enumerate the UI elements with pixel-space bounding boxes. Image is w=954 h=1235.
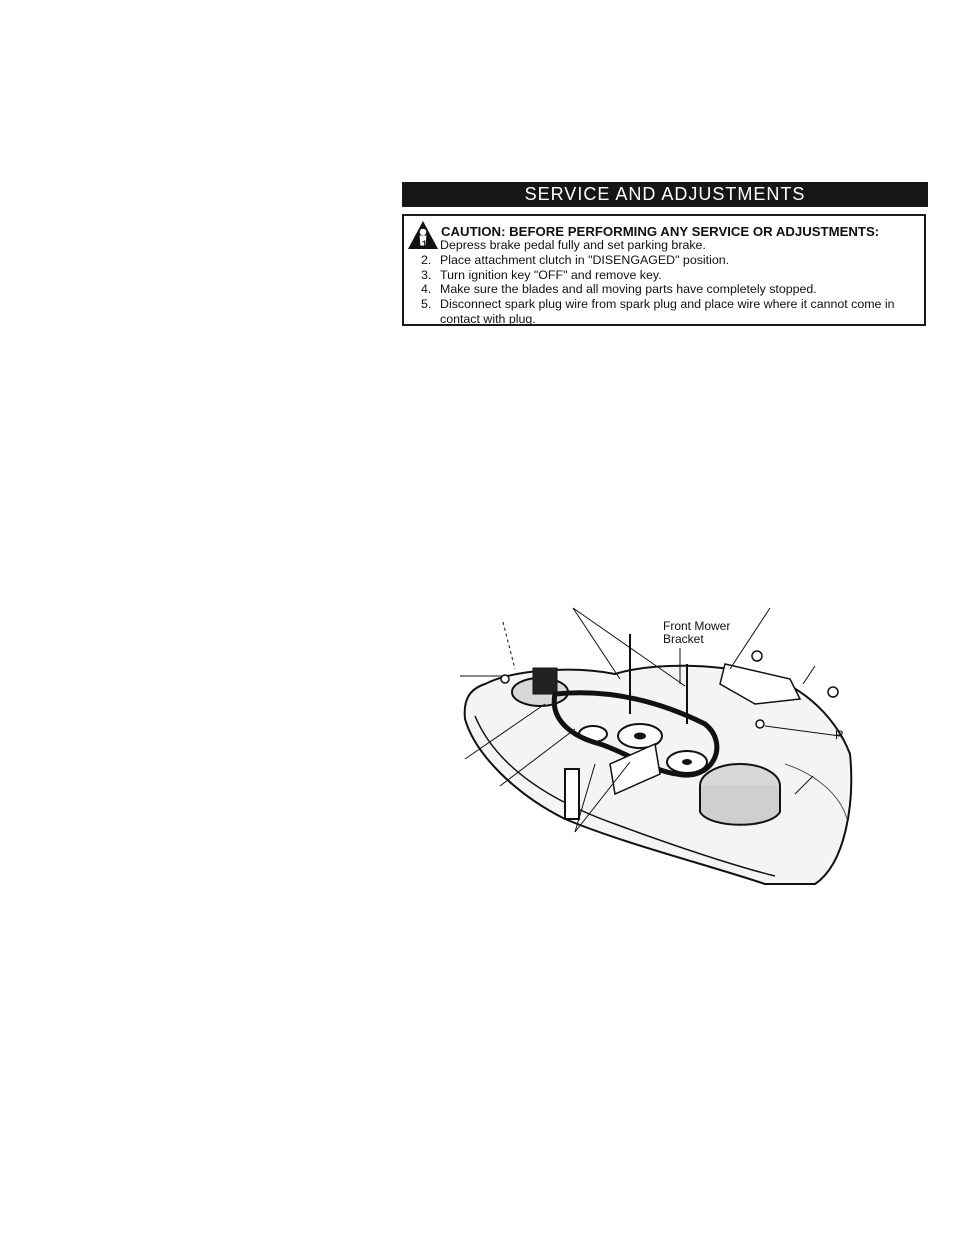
callout-front-mower-bracket: Front Mower Bracket bbox=[663, 620, 730, 646]
step-text: Depress brake pedal fully and set parkin… bbox=[440, 238, 706, 252]
deck-fold bbox=[784, 763, 848, 820]
spindle-housing-right-side bbox=[699, 786, 781, 826]
leader-line bbox=[572, 607, 621, 680]
caution-step: 1. Depress brake pedal fully and set park… bbox=[421, 238, 921, 253]
bolt bbox=[751, 650, 763, 662]
spindle-block-left bbox=[532, 667, 558, 695]
callout-line: Front Mower bbox=[663, 619, 731, 633]
caution-box: CAUTION: BEFORE PERFORMING ANY SERVICE O… bbox=[402, 214, 926, 326]
step-number: 3. bbox=[421, 267, 432, 282]
leader-line bbox=[764, 725, 841, 737]
caution-step: 4. Make sure the blades and all moving pa… bbox=[421, 282, 921, 297]
leader-line bbox=[464, 703, 546, 760]
leader-line bbox=[802, 665, 816, 685]
leader-line bbox=[499, 728, 576, 787]
bolt bbox=[500, 674, 510, 684]
section-title: SERVICE AND ADJUSTMENTS bbox=[524, 184, 806, 204]
callout-line: R bbox=[835, 728, 844, 742]
caution-steps: 1. Depress brake pedal fully and set park… bbox=[421, 238, 921, 327]
lower-bracket bbox=[564, 768, 580, 820]
bolt bbox=[827, 686, 839, 698]
step-text: Place attachment clutch in "DISENGAGED" … bbox=[440, 252, 730, 267]
leader-line bbox=[574, 763, 596, 833]
caution-step: 5. Disconnect spark plug wire from spark … bbox=[421, 297, 921, 327]
step-number: 1. bbox=[421, 238, 432, 252]
leader-line bbox=[574, 761, 631, 833]
leader-line bbox=[729, 607, 771, 670]
leader-line-dashed bbox=[502, 621, 516, 670]
pulley-right-hub bbox=[682, 759, 692, 765]
caution-step: 2. Place attachment clutch in "DISENGAGED… bbox=[421, 253, 921, 268]
warning-triangle-icon bbox=[408, 221, 438, 249]
pulley-center-hub bbox=[634, 732, 646, 740]
callout-line: Bracket bbox=[663, 632, 704, 646]
bolt bbox=[755, 719, 765, 729]
caution-step: 3. Turn ignition key "OFF" and remove key… bbox=[421, 268, 921, 283]
step-number: 5. bbox=[421, 297, 432, 312]
section-header: SERVICE AND ADJUSTMENTS bbox=[402, 182, 928, 207]
leader-line bbox=[572, 607, 686, 687]
deck-edge bbox=[474, 715, 776, 877]
step-text: Turn ignition key "OFF" and remove key. bbox=[440, 267, 662, 282]
leader-line bbox=[794, 775, 814, 795]
front-mower-bracket bbox=[719, 663, 802, 705]
step-text: Disconnect spark plug wire from spark pl… bbox=[440, 297, 895, 326]
caution-title: CAUTION: BEFORE PERFORMING ANY SERVICE O… bbox=[441, 224, 880, 239]
drive-belt bbox=[551, 690, 720, 778]
callout-r: R bbox=[835, 729, 844, 742]
step-number: 2. bbox=[421, 252, 432, 267]
mower-deck-diagram bbox=[460, 607, 853, 885]
step-text: Make sure the blades and all moving part… bbox=[440, 282, 817, 297]
step-number: 4. bbox=[421, 282, 432, 297]
